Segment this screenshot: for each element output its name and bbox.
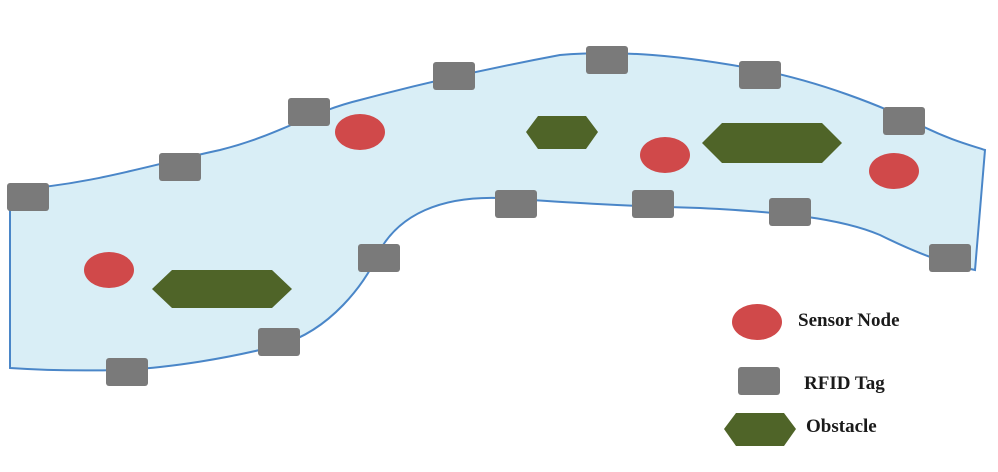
rfid-tag — [106, 358, 148, 386]
rfid-tag — [929, 244, 971, 272]
legend-obstacle-swatch — [724, 413, 796, 446]
rfid-tag — [159, 153, 201, 181]
rfid-tag — [883, 107, 925, 135]
legend-obstacle-label: Obstacle — [806, 416, 877, 437]
rfid-tag — [632, 190, 674, 218]
rfid-tag — [739, 61, 781, 89]
rfid-tag — [433, 62, 475, 90]
rfid-tag — [358, 244, 400, 272]
rfid-tag — [7, 183, 49, 211]
legend-tag-label: RFID Tag — [804, 373, 885, 394]
obstacle — [152, 270, 292, 308]
legend-sensor-label: Sensor Node — [798, 310, 900, 331]
rfid-tag — [769, 198, 811, 226]
obstacle — [526, 116, 598, 149]
obstacle — [702, 123, 842, 163]
sensor-node — [335, 114, 385, 150]
sensor-node — [869, 153, 919, 189]
rfid-tag — [258, 328, 300, 356]
sensor-node — [640, 137, 690, 173]
rfid-tag — [495, 190, 537, 218]
rfid-tag — [586, 46, 628, 74]
rfid-tag — [288, 98, 330, 126]
legend-sensor-swatch — [732, 304, 782, 340]
legend: Sensor Node RFID Tag Obstacle — [724, 304, 900, 446]
legend-tag-swatch — [738, 367, 780, 395]
sensor-node — [84, 252, 134, 288]
